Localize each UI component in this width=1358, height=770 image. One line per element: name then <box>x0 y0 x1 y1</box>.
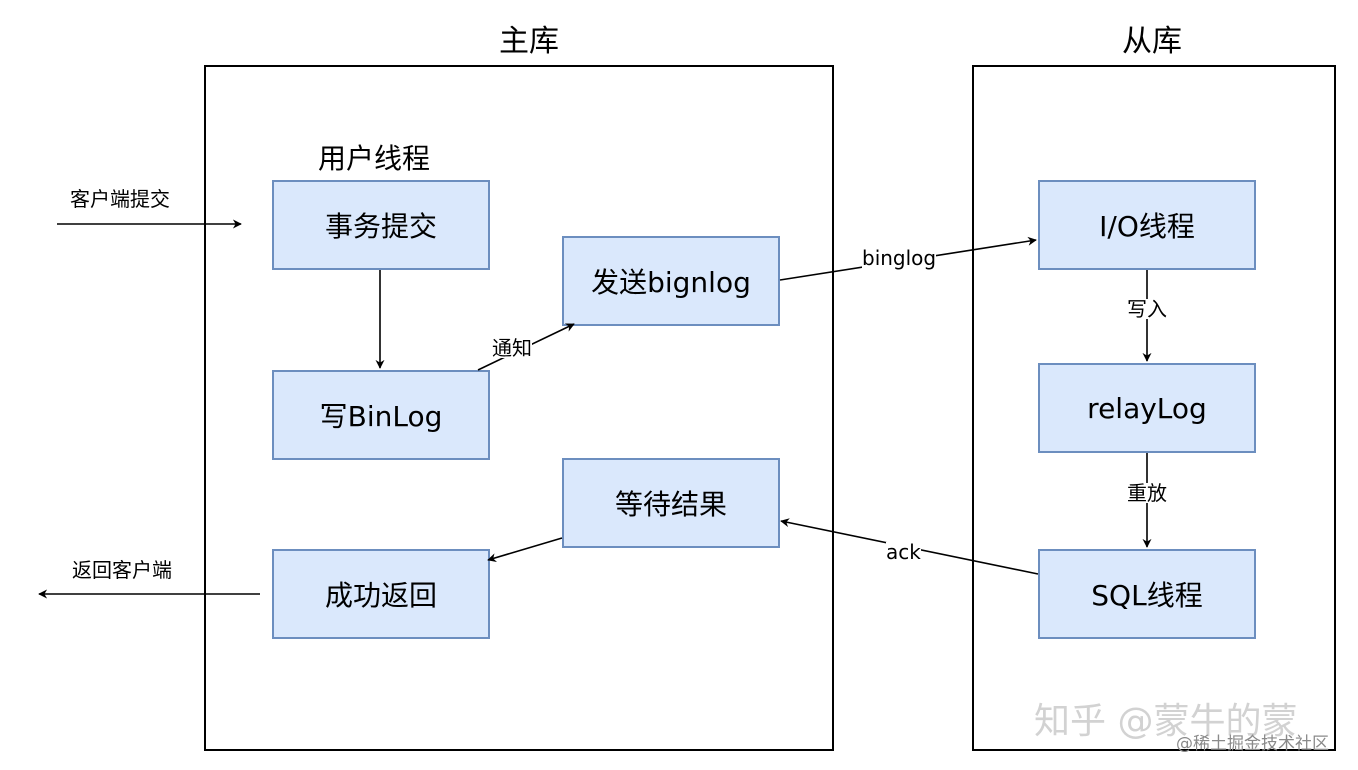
master-title: 主库 <box>499 24 559 59</box>
ack-label: ack <box>886 540 921 564</box>
notify-label: 通知 <box>492 336 532 360</box>
client-submit-label: 客户端提交 <box>70 187 170 211</box>
watermark-sub: @稀土掘金技术社区 <box>1176 734 1329 754</box>
watermark-main: 知乎 @蒙牛的蒙 <box>1034 701 1298 742</box>
io-thread-box: I/O线程 <box>1038 180 1256 270</box>
return-success-box: 成功返回 <box>272 549 490 639</box>
relay-log-box: relayLog <box>1038 363 1256 453</box>
user-thread-label: 用户线程 <box>318 142 431 175</box>
sql-thread-box: SQL线程 <box>1038 549 1256 639</box>
send-binlog-box: 发送bignlog <box>562 236 780 326</box>
write-binlog-box: 写BinLog <box>272 370 490 460</box>
wait-result-box: 等待结果 <box>562 458 780 548</box>
commit-transaction-box: 事务提交 <box>272 180 490 270</box>
return-client-label: 返回客户端 <box>72 558 172 582</box>
write-in-label: 写入 <box>1127 297 1167 321</box>
binlog-label: binglog <box>862 246 937 270</box>
slave-title: 从库 <box>1122 24 1182 59</box>
replay-label: 重放 <box>1127 481 1167 505</box>
